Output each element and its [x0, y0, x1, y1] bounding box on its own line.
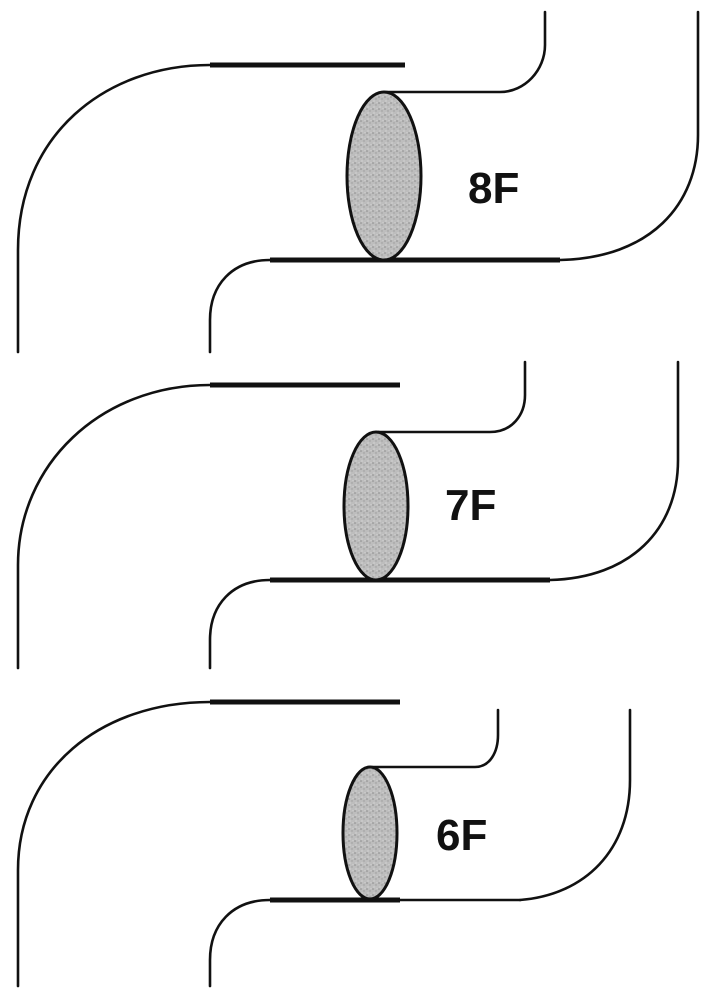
outer-right-wall — [550, 362, 678, 580]
panel-6f: 6F — [18, 702, 630, 986]
size-label: 8F — [468, 164, 519, 213]
panel-8f: 8F — [18, 12, 698, 352]
outer-left-wall — [18, 385, 210, 668]
outer-left-wall — [18, 702, 210, 986]
panel-7f: 7F — [18, 362, 678, 668]
outer-right-wall — [520, 710, 630, 900]
outer-left-wall — [18, 65, 210, 352]
cross-section-ellipse — [347, 92, 421, 260]
cross-section-ellipse — [344, 432, 408, 580]
inner-lower-curve — [210, 580, 270, 668]
cross-section-ellipse — [343, 767, 397, 899]
inner-upper-curve — [385, 12, 545, 92]
outer-right-wall — [560, 12, 698, 260]
inner-lower-curve — [210, 260, 270, 352]
size-label: 6F — [436, 811, 487, 860]
inner-lower-curve — [210, 900, 270, 986]
inner-upper-curve — [368, 710, 498, 767]
inner-upper-curve — [378, 362, 525, 432]
size-label: 7F — [445, 481, 496, 530]
